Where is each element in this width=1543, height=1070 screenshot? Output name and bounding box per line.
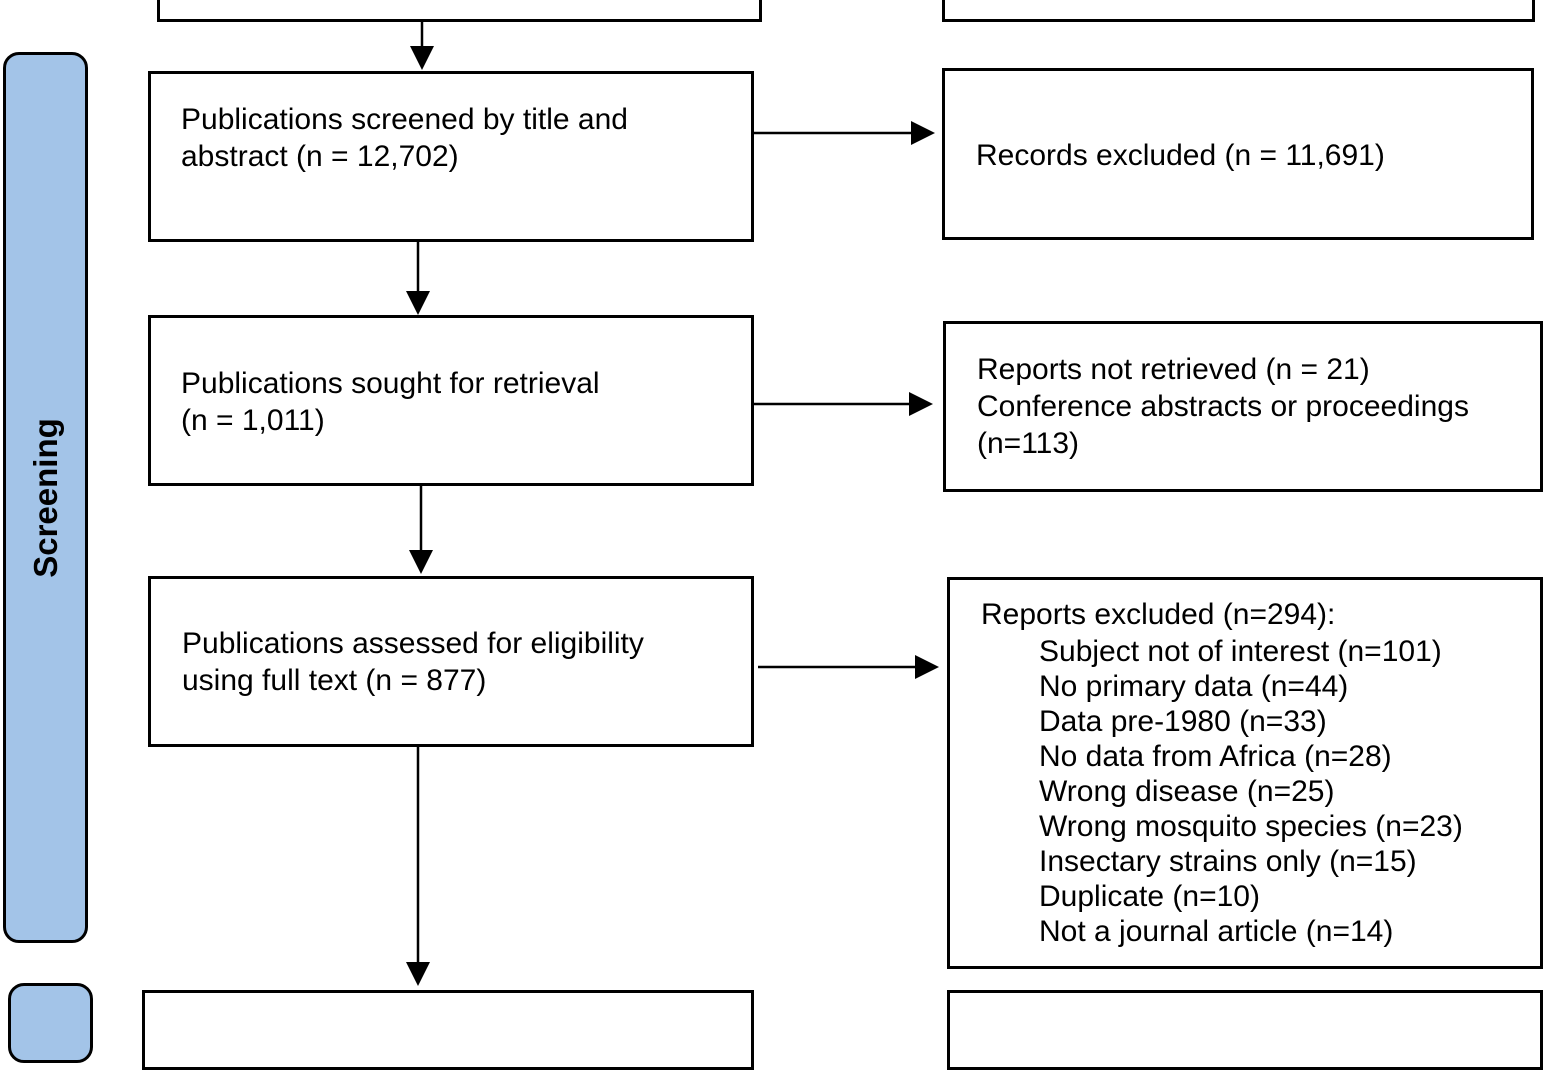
- exclusion-reasons-list: Subject not of interest (n=101) No prima…: [1039, 634, 1463, 949]
- sought-retrieval-box: [148, 315, 754, 486]
- arrowhead-right: [911, 121, 935, 145]
- records-excluded-box: [942, 68, 1534, 240]
- eligibility-assessment-text: Publications assessed for eligibility us…: [182, 627, 644, 697]
- exclusion-reason: Wrong mosquito species (n=23): [1039, 810, 1463, 843]
- exclusion-reason: No data from Africa (n=28): [1039, 740, 1392, 773]
- arrowhead-down: [410, 46, 434, 70]
- sought-retrieval-text: Publications sought for retrieval (n = 1…: [181, 367, 600, 437]
- arrowhead-right: [909, 392, 933, 416]
- arrowhead-down: [406, 291, 430, 315]
- arrowhead-right: [915, 655, 939, 679]
- exclusion-reason: Not a journal article (n=14): [1039, 915, 1394, 948]
- records-excluded-text: Records excluded (n = 11,691): [976, 139, 1385, 172]
- arrowhead-down: [406, 962, 430, 986]
- reports-excluded-title: Reports excluded (n=294):: [981, 598, 1336, 631]
- eligibility-assessment-box: [148, 576, 754, 747]
- exclusion-reason: Subject not of interest (n=101): [1039, 635, 1442, 668]
- screening-stage-bar: [3, 52, 88, 943]
- reports-excluded-box: [947, 577, 1543, 969]
- exclusion-reason: No primary data (n=44): [1039, 670, 1349, 703]
- arrowhead-down: [409, 550, 433, 574]
- exclusion-reason: Insectary strains only (n=15): [1039, 845, 1417, 878]
- exclusion-reason: Duplicate (n=10): [1039, 880, 1260, 913]
- not-retrieved-box: [943, 321, 1543, 492]
- identification-box-right: [942, 0, 1535, 22]
- exclusion-reason: Wrong disease (n=25): [1039, 775, 1335, 808]
- title-abstract-screening-text: Publications screened by title and abstr…: [181, 103, 628, 173]
- title-abstract-screening-box: [148, 71, 754, 242]
- not-retrieved-text: Reports not retrieved (n = 21) Conferenc…: [977, 353, 1469, 460]
- exclusion-reason: Data pre-1980 (n=33): [1039, 705, 1327, 738]
- identification-box-left: [157, 0, 762, 22]
- flow-arrows: [406, 22, 939, 986]
